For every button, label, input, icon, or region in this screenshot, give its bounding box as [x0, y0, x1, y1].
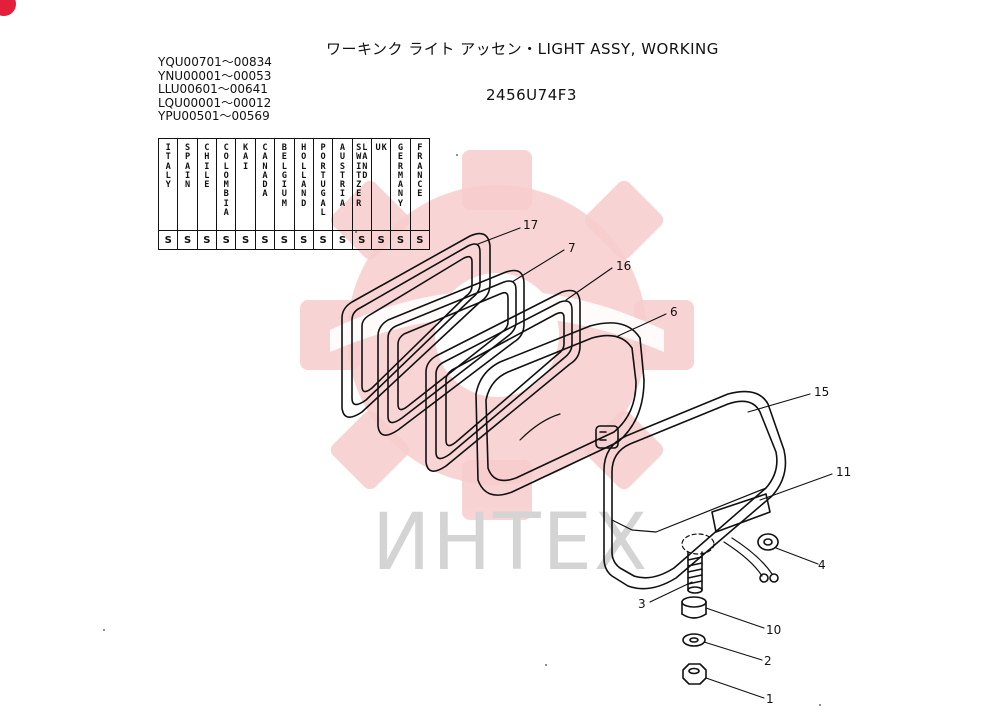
diagram-title: ワーキンク ライト アッセン・LIGHT ASSY, WORKING: [326, 40, 719, 58]
serial-range: LQU00001～00012: [158, 95, 272, 110]
country-mark: S: [313, 230, 333, 249]
part-number-label: 11: [836, 465, 852, 479]
leader-lines: [477, 227, 833, 699]
spacer-10: [681, 596, 707, 619]
part-number-label: 15: [814, 385, 830, 399]
part-number-label: 6: [670, 305, 678, 319]
country-mark: S: [197, 230, 217, 249]
country-mark: S: [294, 230, 313, 249]
part-number-label: 3: [638, 597, 646, 611]
lens-6: [475, 322, 645, 496]
part-number-label: 17: [523, 218, 539, 232]
country-mark: S: [255, 230, 275, 249]
country-mark: S: [371, 230, 391, 249]
housing-15: [595, 390, 787, 590]
watermark-text: ИНТЕХ: [372, 498, 650, 588]
country-mark: S: [275, 230, 294, 249]
label-plate-11: [711, 493, 771, 533]
part-number-label: 1: [766, 692, 774, 706]
gasket-7: [377, 269, 525, 436]
serial-range: YPU00501～00569: [158, 109, 270, 124]
part-number-label: 16: [616, 259, 632, 273]
serial-range: LLU00601～00641: [158, 82, 268, 97]
country-mark: S: [159, 230, 178, 249]
washer-2: [682, 633, 706, 647]
grommet-4: [757, 533, 779, 551]
part-number-label: 4: [818, 558, 826, 572]
country-mark: S: [352, 230, 371, 249]
stud-3: [687, 551, 703, 594]
part-number-label: 2: [764, 654, 772, 668]
serial-range: YNU00001～00053: [158, 68, 272, 83]
drawing-code: 2456U74F3: [486, 86, 577, 104]
country-mark: S: [236, 230, 255, 249]
serial-range: YQU00701～00834: [158, 55, 272, 69]
country-mark: S: [178, 230, 197, 249]
country-mark: S: [410, 230, 430, 249]
part-number-label: 7: [568, 241, 576, 255]
country-mark: S: [333, 230, 352, 249]
country-mark: S: [391, 230, 410, 249]
part-number-label: 10: [766, 623, 782, 637]
country-mark: S: [217, 230, 236, 249]
serial-range-list: YQU00701～00834 YNU00001～00053 LLU00601～0…: [158, 55, 272, 124]
corner-badge: [0, 0, 16, 16]
frame-16: [425, 289, 581, 472]
